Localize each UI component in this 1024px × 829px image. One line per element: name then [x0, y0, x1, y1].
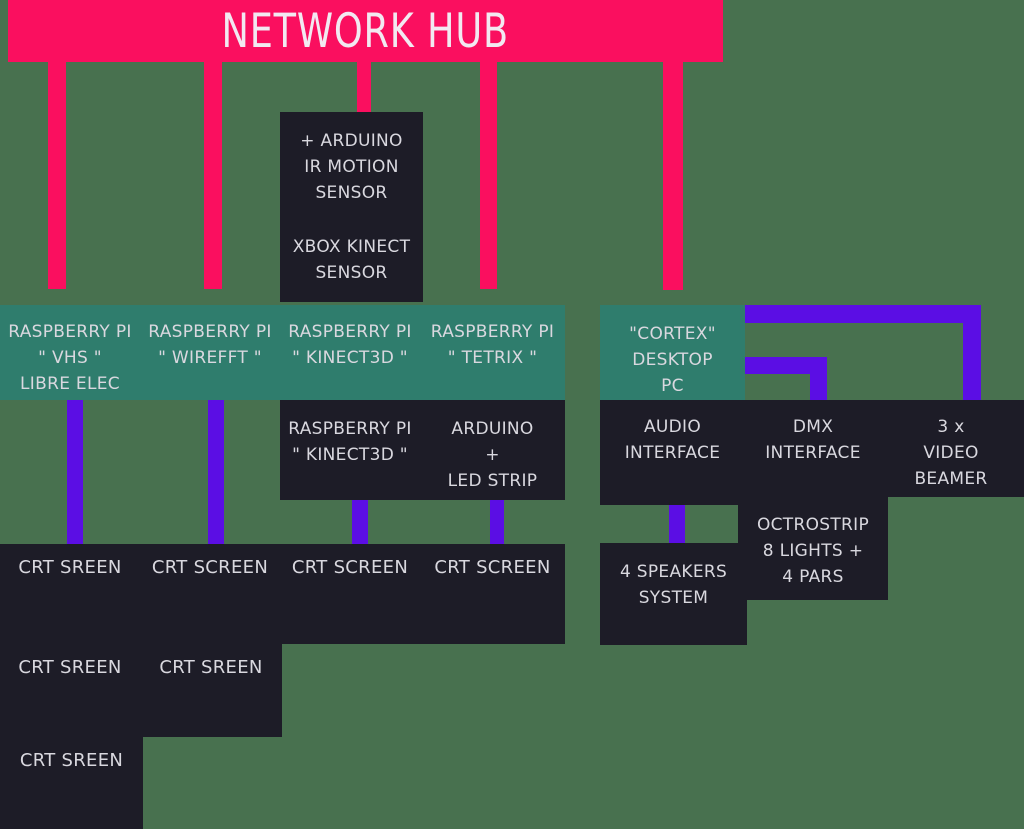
octrostrip-line-1: OCTROSTRIP	[756, 515, 870, 535]
arduino-led-line-2: +	[485, 445, 500, 465]
node-pi-tetrix: RASPBERRY PI " TETRIX "	[420, 305, 565, 400]
dmx-line-2: INTERFACE	[765, 443, 861, 463]
network-hub-banner: NETWORK HUB	[8, 0, 723, 62]
pi-vhs-line-3: LIBRE ELEC	[20, 374, 120, 394]
node-speakers: 4 SPEAKERS SYSTEM	[600, 543, 747, 645]
sensor-line-4: XBOX KINECT	[292, 237, 411, 257]
node-video-beamer: 3 x VIDEO BEAMER	[878, 400, 1024, 497]
link-arduino-crt	[490, 500, 504, 545]
node-cortex-pc: "CORTEX" DESKTOP PC	[600, 305, 745, 400]
crt-bank-2: CRT SREEN CRT SREEN	[0, 644, 282, 737]
link-cortex-dmx-horizontal	[745, 357, 827, 374]
link-audio-speakers	[669, 505, 685, 545]
crt-screen-5: CRT SREEN	[18, 657, 122, 678]
hub-link-sensor-box	[357, 62, 371, 114]
dmx-line-1: DMX	[792, 417, 834, 437]
crt-screen-2: CRT SCREEN	[151, 557, 269, 578]
pi-vhs-line-2: " VHS "	[38, 348, 102, 368]
pi-kinect3d2-line-1: RASPBERRY PI	[288, 419, 412, 439]
pi-wirefft-line-1: RASPBERRY PI	[148, 322, 272, 342]
speakers-line-1: 4 SPEAKERS	[619, 562, 728, 582]
beamer-line-2: VIDEO	[923, 443, 979, 463]
pi-wirefft-line-2: " WIREFFT "	[158, 348, 262, 368]
hub-link-vhs	[48, 62, 66, 289]
sensor-box-text: + ARDUINO IR MOTION SENSOR	[280, 112, 423, 206]
beamer-line-3: BEAMER	[914, 469, 988, 489]
audio-line-1: AUDIO	[643, 417, 702, 437]
crt-screen-1: CRT SREEN	[18, 557, 122, 578]
sensor-line-2: IR MOTION	[304, 157, 399, 177]
octrostrip-line-3: 4 PARS	[782, 567, 844, 587]
pi-vhs-line-1: RASPBERRY PI	[8, 322, 132, 342]
speakers-line-2: SYSTEM	[638, 588, 709, 608]
arduino-led-line-3: LED STRIP	[447, 471, 538, 491]
link-cortex-beamer-horizontal	[745, 305, 981, 323]
pi-kinect3d-line-1: RASPBERRY PI	[288, 322, 412, 342]
sensor-line-3: SENSOR	[315, 183, 388, 203]
sensor-line-1: + ARDUINO	[300, 131, 403, 151]
hub-link-cortex	[663, 62, 683, 290]
node-sensor-box: + ARDUINO IR MOTION SENSOR XBOX KINECT S…	[280, 112, 423, 302]
beamer-line-1: 3 x	[937, 417, 965, 437]
node-pi-wirefft: RASPBERRY PI " WIREFFT "	[140, 305, 280, 400]
node-row2: RASPBERRY PI " KINECT3D " ARDUINO + LED …	[280, 400, 565, 500]
node-dmx-interface: DMX INTERFACE OCTROSTRIP 8 LIGHTS + 4 PA…	[738, 400, 888, 600]
link-cortex-beamer-vertical	[963, 305, 981, 400]
node-raspberry-pi-row: RASPBERRY PI " VHS " LIBRE ELEC RASPBERR…	[0, 305, 565, 400]
cortex-line-2: DESKTOP	[632, 350, 713, 370]
dmx-text: DMX INTERFACE	[738, 400, 888, 466]
network-hub-title: NETWORK HUB	[221, 3, 510, 59]
octrostrip-line-2: 8 LIGHTS +	[762, 541, 864, 561]
sensor-line-5: SENSOR	[315, 263, 388, 283]
crt-bank-3: CRT SREEN	[0, 737, 143, 829]
pi-kinect3d-line-2: " KINECT3D "	[292, 348, 408, 368]
link-kinect3d-crt	[352, 500, 368, 545]
link-wirefft-crt	[208, 400, 224, 545]
hub-link-wirefft	[204, 62, 222, 289]
cortex-line-1: "CORTEX"	[629, 324, 716, 344]
arduino-led-line-1: ARDUINO	[451, 419, 534, 439]
audio-line-2: INTERFACE	[624, 443, 721, 463]
node-pi-vhs: RASPBERRY PI " VHS " LIBRE ELEC	[0, 305, 140, 400]
node-pi-kinect3d-2: RASPBERRY PI " KINECT3D "	[280, 400, 420, 500]
node-pi-kinect3d: RASPBERRY PI " KINECT3D "	[280, 305, 420, 400]
link-vhs-crt	[67, 400, 83, 545]
pi-tetrix-line-2: " TETRIX "	[447, 348, 538, 368]
crt-bank-1: CRT SREEN CRT SCREEN CRT SCREEN CRT SCRE…	[0, 544, 565, 644]
cortex-line-3: PC	[661, 376, 684, 396]
node-audio-interface: AUDIO INTERFACE	[600, 400, 745, 505]
node-arduino-led-strip: ARDUINO + LED STRIP	[420, 400, 565, 500]
link-cortex-dmx-vertical	[810, 357, 827, 403]
crt-screen-6: CRT SREEN	[159, 657, 263, 678]
hub-link-tetrix	[480, 62, 497, 289]
crt-screen-4: CRT SCREEN	[434, 557, 551, 578]
crt-screen-7: CRT SREEN	[19, 750, 124, 771]
pi-tetrix-line-1: RASPBERRY PI	[430, 322, 555, 342]
pi-kinect3d2-line-2: " KINECT3D "	[292, 445, 408, 465]
sensor-box-text-2: XBOX KINECT SENSOR	[280, 234, 423, 286]
crt-screen-3: CRT SCREEN	[291, 557, 409, 578]
node-octrostrip: OCTROSTRIP 8 LIGHTS + 4 PARS	[738, 512, 888, 590]
